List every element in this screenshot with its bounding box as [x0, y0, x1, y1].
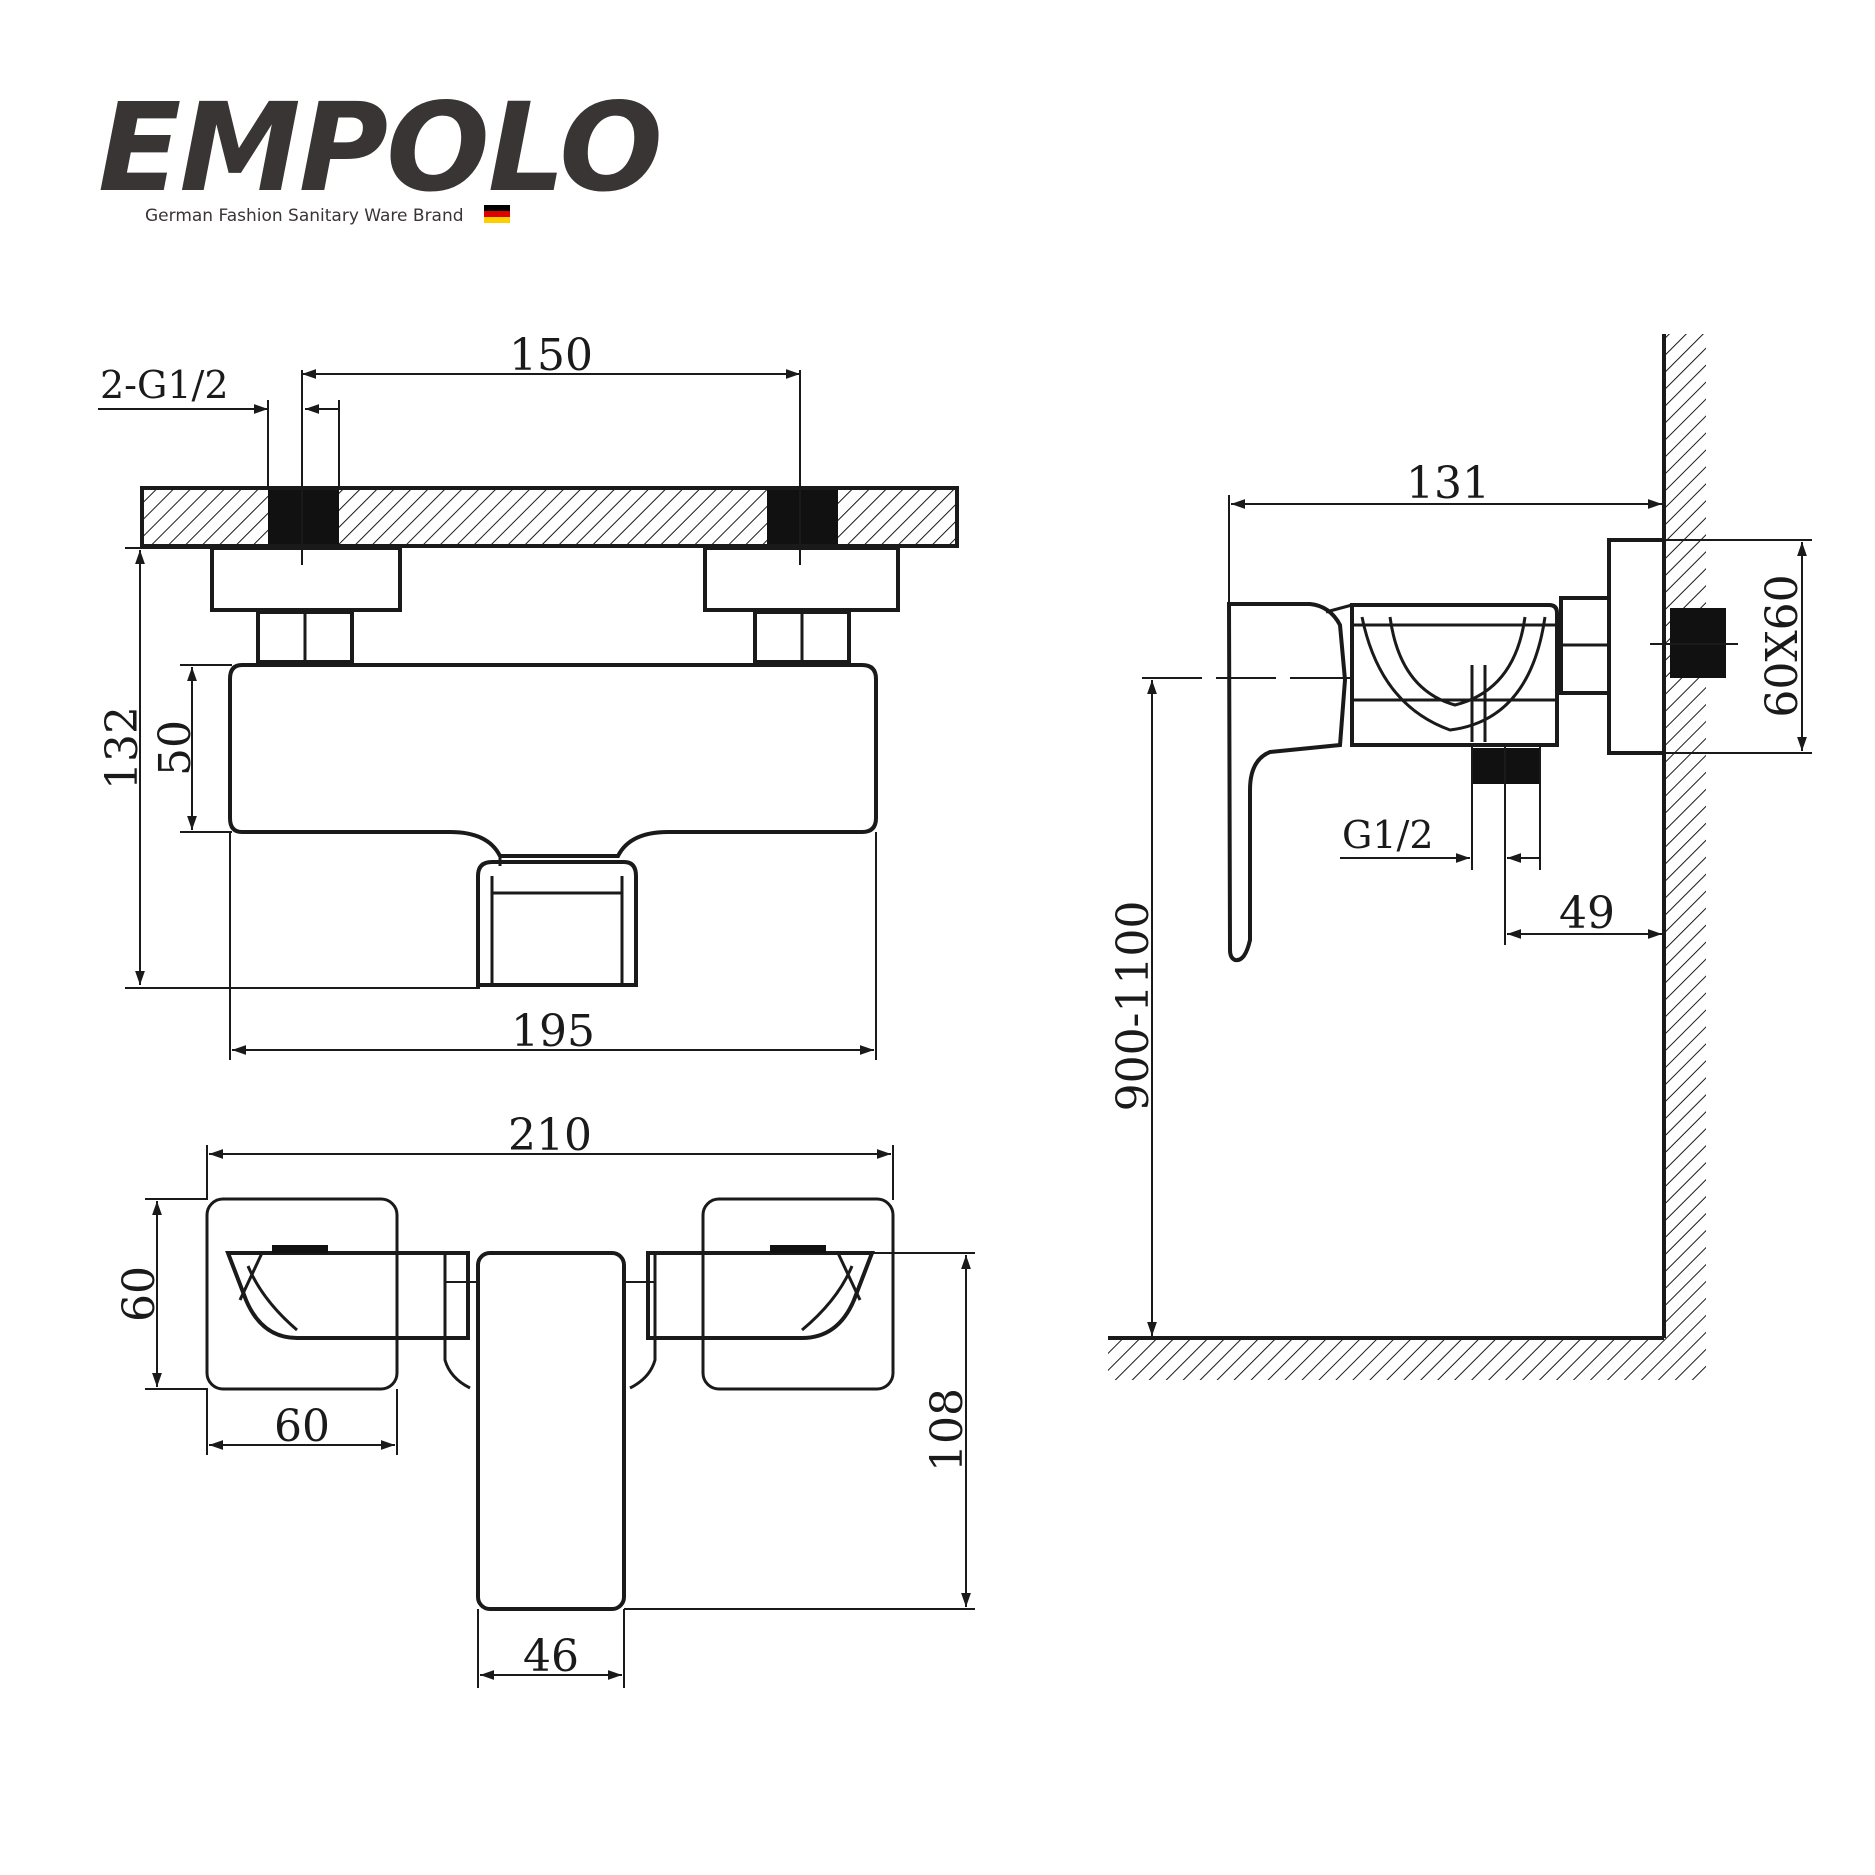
dim-mount-height: 900-1100: [1108, 901, 1159, 1112]
german-flag-icon: [484, 205, 510, 223]
faucet-body-front: [228, 663, 878, 858]
dim-inlet-spacing: 150: [509, 330, 593, 381]
crossbar-top: [225, 1251, 470, 1340]
brand-logo: EMPOLO German Fashion Sanitary Ware Bran…: [98, 77, 663, 226]
dim-body-width-top: 46: [523, 1631, 579, 1682]
side-view: 131 60X60 G1/2 49 900-1100: [1108, 334, 1812, 1380]
dim-body-width: 195: [511, 1006, 595, 1057]
top-view: 210 60 60 108 46: [114, 1110, 975, 1688]
floor-hatch: [1108, 1338, 1706, 1380]
dim-body-height: 50: [150, 720, 201, 776]
dim-flange-depth: 60: [114, 1266, 165, 1322]
dim-outlet-thread: G1/2: [1342, 813, 1434, 857]
dim-inlet-thread: 2-G1/2: [100, 363, 229, 407]
dim-flange-width: 60: [274, 1401, 330, 1452]
dim-flange-size: 60X60: [1757, 574, 1808, 717]
flange-top-left: [205, 1197, 399, 1391]
wall-hatch: [1664, 334, 1706, 1338]
inlet-plug-left: [268, 490, 339, 544]
flange-side: [1607, 538, 1666, 755]
front-view: 150 2-G1/2 132 50 195: [97, 330, 959, 1060]
flange-left: [210, 546, 402, 612]
dim-total-height: 132: [97, 706, 148, 790]
flange-right: [703, 546, 900, 612]
inlet-plug-right: [767, 490, 838, 544]
dim-outlet-offset: 49: [1559, 888, 1615, 939]
handle-lever: [1226, 602, 1348, 963]
spout-front: [476, 860, 638, 987]
dim-overall-width: 210: [508, 1110, 592, 1161]
dim-projection-top: 108: [922, 1388, 973, 1472]
dim-projection-side: 131: [1406, 458, 1490, 509]
tagline-text: German Fashion Sanitary Ware Brand: [145, 206, 464, 226]
flange-top-right: [701, 1197, 895, 1391]
logo-text: EMPOLO: [98, 77, 661, 219]
faucet-body-top: [476, 1251, 626, 1611]
